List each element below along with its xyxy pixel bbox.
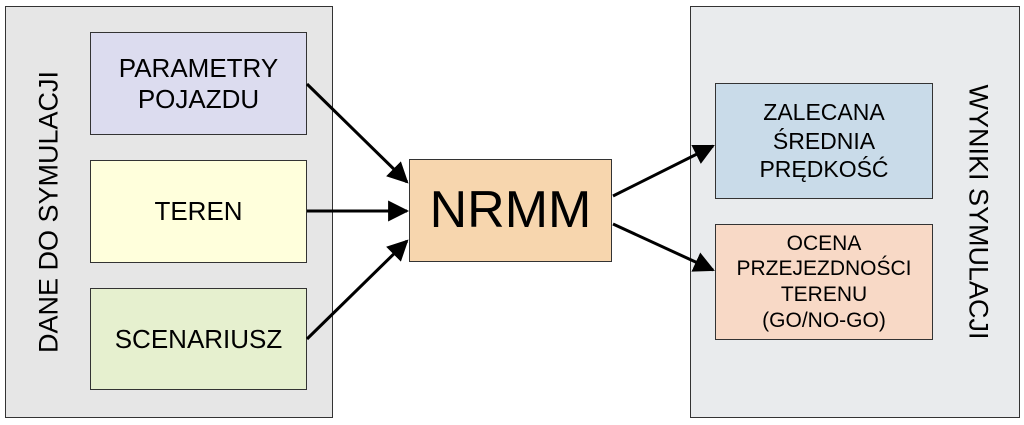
vehicle-params-box: PARAMETRY POJAZDU — [90, 32, 307, 135]
arrow-nrmm-to-trafficability — [612, 222, 715, 272]
trafficability-assessment-box: OCENA PRZEJEZDNOŚCI TERENU (GO/NO-GO) — [715, 224, 933, 340]
arrow-vehicle-to-nrmm — [305, 82, 409, 184]
scenario-box: SCENARIUSZ — [90, 288, 307, 390]
arrow-nrmm-to-speed — [612, 144, 715, 198]
nrmm-model-box: NRMM — [409, 159, 612, 262]
recommended-speed-box: ZALECANA ŚREDNIA PRĘDKOŚĆ — [715, 83, 933, 199]
simulation-results-panel — [690, 6, 1020, 418]
arrow-scenario-to-nrmm — [305, 239, 409, 341]
terrain-box: TEREN — [90, 160, 307, 263]
